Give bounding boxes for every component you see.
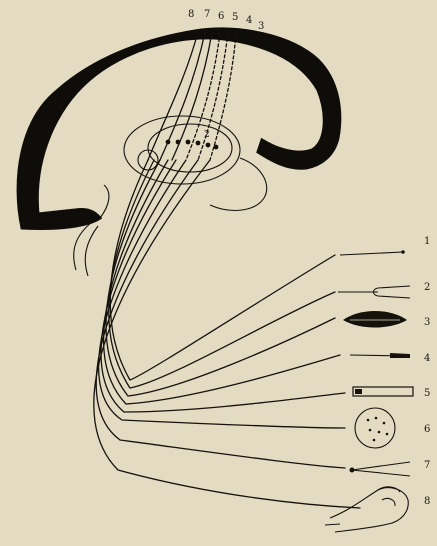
side-label-7: 7 [424, 460, 430, 471]
side-label-2: 2 [424, 282, 430, 293]
forceps-icon [350, 462, 411, 476]
side-label-3: 3 [424, 317, 430, 328]
receptor-free-nerve-ending-icon [340, 250, 405, 255]
tendon-organ-icon [350, 353, 410, 358]
muscle-spindle-icon [343, 311, 407, 328]
taste-plate-icon [355, 408, 395, 448]
top-label-5: 5 [232, 12, 238, 23]
tuning-fork-icon [338, 286, 410, 298]
cortex-outline [18, 29, 340, 228]
sensory-pathway-fibers [94, 160, 360, 508]
side-label-1: 1 [424, 236, 430, 247]
thalamus-region [74, 116, 267, 276]
hand-icon [325, 487, 408, 532]
cortical-projection-fibers [148, 32, 236, 160]
side-label-4: 4 [424, 353, 430, 364]
top-label-6: 6 [218, 11, 224, 22]
thermometer-icon [353, 387, 413, 396]
top-label-3: 3 [258, 21, 264, 32]
top-label-4: 4 [246, 15, 252, 26]
side-label-5: 5 [424, 388, 430, 399]
top-label-7: 7 [204, 9, 210, 20]
side-labels: 1 2 3 4 5 6 7 8 [424, 236, 430, 507]
top-label-8: 8 [188, 9, 194, 20]
side-label-8: 8 [424, 496, 430, 507]
side-label-6: 6 [424, 424, 430, 435]
thalamus-label: 2 [204, 130, 210, 140]
